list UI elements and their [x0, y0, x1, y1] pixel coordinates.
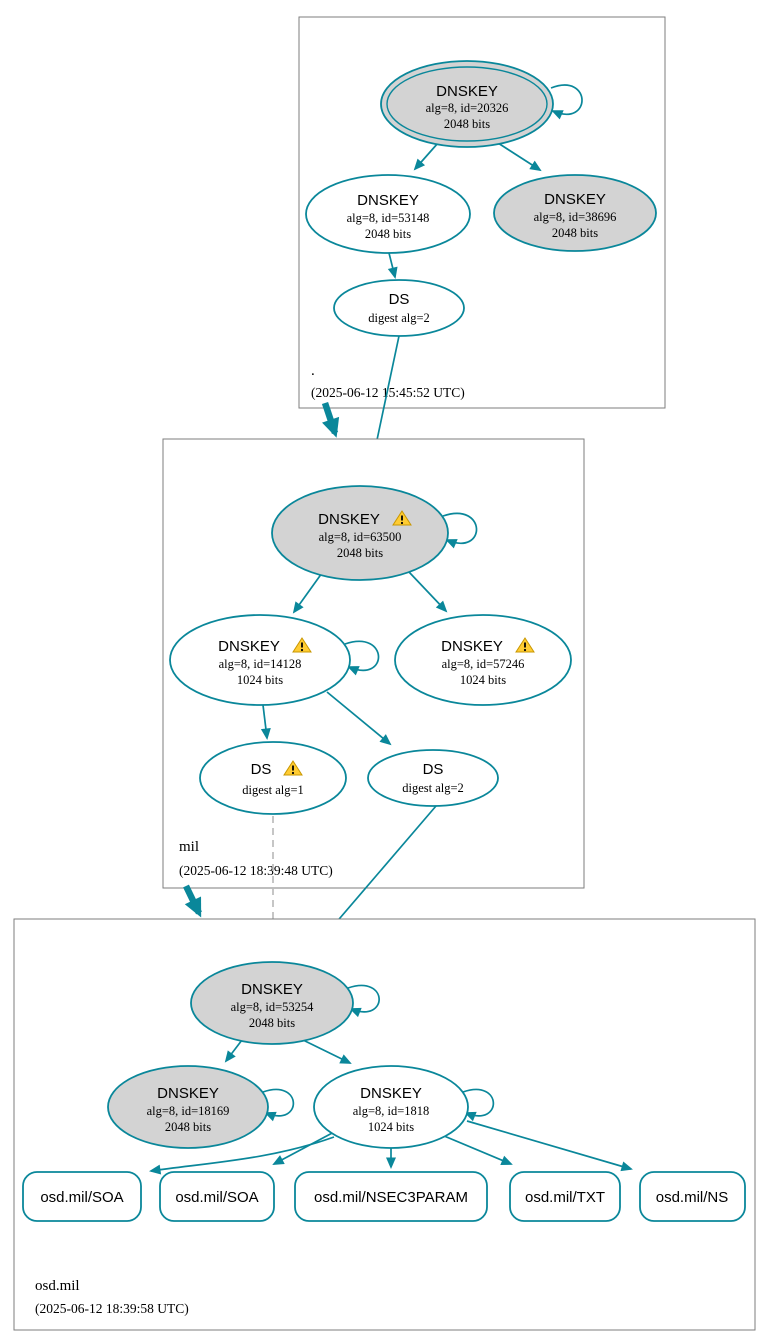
edge-ksk63500-zsk57246 [408, 571, 448, 613]
node-title: DNSKEY [357, 192, 419, 209]
node-bits: 1024 bits [237, 673, 283, 687]
edge-zsk1818-soa2 [272, 1130, 337, 1165]
self-loop-ksk63500 [442, 512, 478, 549]
edge-zsk14128-ds2 [326, 691, 392, 746]
edge-ksk20326-ksk38696 [497, 142, 542, 172]
edge-zsk1818-txt [436, 1132, 513, 1165]
node-alg: alg=8, id=20326 [426, 101, 509, 115]
node-ds2-mil[interactable]: DS digest alg=2 [367, 749, 499, 807]
warning-icon [515, 637, 535, 653]
node-title: DNSKEY [218, 638, 280, 655]
node-digest: digest alg=2 [402, 781, 464, 795]
node-bits: 2048 bits [444, 117, 490, 131]
node-title: DNSKEY [544, 191, 606, 208]
edge-ksk63500-zsk14128 [292, 572, 323, 614]
node-dnskey-20326[interactable]: DNSKEY alg=8, id=20326 2048 bits [380, 60, 554, 148]
node-dnskey-1818[interactable]: DNSKEY alg=8, id=1818 1024 bits [313, 1065, 469, 1149]
zone-transfer-arrow-mil-osd [183, 884, 202, 918]
record-box-osd-mil-txt[interactable]: osd.mil/TXT [509, 1171, 621, 1222]
zone-box-root: DNSKEY alg=8, id=20326 2048 bits DNSKEY … [298, 16, 666, 409]
node-title: DNSKEY [441, 638, 503, 655]
warning-icon [292, 637, 312, 653]
node-digest: digest alg=2 [368, 311, 430, 325]
node-title: DNSKEY [241, 981, 303, 998]
node-dnskey-38696[interactable]: DNSKEY alg=8, id=38696 2048 bits [493, 174, 657, 252]
warning-icon [392, 510, 412, 526]
edge-zsk1818-ns [466, 1120, 633, 1172]
node-bits: 2048 bits [165, 1120, 211, 1134]
node-dnskey-14128[interactable]: DNSKEY alg=8, id=14128 1024 bits [169, 614, 351, 706]
record-label: osd.mil/NS [656, 1189, 729, 1206]
zone-label-mil: mil [179, 839, 199, 855]
edge-ksk53254-zsk1818 [302, 1039, 352, 1064]
zone-transfer-arrow-root-mil [321, 401, 340, 438]
self-loop-zsk1818 [462, 1088, 495, 1122]
self-loop-ksk18169 [262, 1088, 295, 1122]
zone-box-osd-mil: DNSKEY alg=8, id=53254 2048 bits DNSKEY … [13, 918, 756, 1331]
node-title: DS [251, 761, 272, 778]
node-dnskey-18169[interactable]: DNSKEY alg=8, id=18169 2048 bits [107, 1065, 269, 1149]
edge-zsk53148-ds [387, 252, 398, 279]
node-title: DNSKEY [157, 1085, 219, 1102]
node-bits: 2048 bits [249, 1016, 295, 1030]
record-label: osd.mil/SOA [40, 1189, 123, 1206]
node-digest: digest alg=1 [242, 783, 304, 797]
node-alg: alg=8, id=38696 [534, 210, 617, 224]
node-bits: 1024 bits [368, 1120, 414, 1134]
edge-zsk14128-ds1 [260, 704, 271, 740]
node-alg: alg=8, id=1818 [353, 1104, 430, 1118]
record-box-osd-mil-ns[interactable]: osd.mil/NS [639, 1171, 746, 1222]
node-alg: alg=8, id=53254 [231, 1000, 315, 1014]
node-dnskey-63500[interactable]: DNSKEY alg=8, id=63500 2048 bits [271, 485, 449, 581]
record-box-osd-mil-soa-1[interactable]: osd.mil/SOA [22, 1171, 142, 1222]
node-alg: alg=8, id=53148 [347, 211, 430, 225]
edge-ksk53254-ksk18169 [224, 1039, 243, 1063]
zone-label-root: . [311, 363, 315, 379]
node-title: DS [423, 761, 444, 778]
node-ds-root[interactable]: DS digest alg=2 [333, 279, 465, 337]
record-box-osd-mil-soa-2[interactable]: osd.mil/SOA [159, 1171, 275, 1222]
self-loop-ksk20326 [550, 84, 583, 120]
node-alg: alg=8, id=14128 [219, 657, 302, 671]
zone-timestamp-mil: (2025-06-12 18:39:48 UTC) [179, 863, 333, 878]
zone-timestamp-osd-mil: (2025-06-12 18:39:58 UTC) [35, 1301, 189, 1316]
node-dnskey-53254[interactable]: DNSKEY alg=8, id=53254 2048 bits [190, 961, 354, 1045]
warning-icon [283, 760, 303, 776]
node-bits: 2048 bits [552, 226, 598, 240]
node-dnskey-53148[interactable]: DNSKEY alg=8, id=53148 2048 bits [305, 174, 471, 254]
node-title: DNSKEY [436, 83, 498, 100]
record-box-osd-mil-nsec3param[interactable]: osd.mil/NSEC3PARAM [294, 1171, 488, 1222]
record-label: osd.mil/SOA [175, 1189, 258, 1206]
node-bits: 2048 bits [337, 546, 383, 560]
node-alg: alg=8, id=18169 [147, 1104, 230, 1118]
edge-ksk20326-zsk53148 [413, 142, 439, 171]
node-title: DNSKEY [318, 511, 380, 528]
record-label: osd.mil/NSEC3PARAM [314, 1189, 468, 1206]
node-title: DNSKEY [360, 1085, 422, 1102]
node-ds1-mil[interactable]: DS digest alg=1 [199, 741, 347, 815]
self-loop-zsk14128 [344, 640, 380, 676]
zone-box-mil: DNSKEY alg=8, id=63500 2048 bits DNSKEY … [162, 438, 585, 889]
node-alg: alg=8, id=57246 [442, 657, 525, 671]
node-alg: alg=8, id=63500 [319, 530, 402, 544]
node-bits: 1024 bits [460, 673, 506, 687]
node-title: DS [389, 291, 410, 308]
node-dnskey-57246[interactable]: DNSKEY alg=8, id=57246 1024 bits [394, 614, 572, 706]
record-label: osd.mil/TXT [525, 1189, 605, 1206]
self-loop-ksk53254 [347, 984, 380, 1018]
zone-label-osd-mil: osd.mil [35, 1278, 80, 1294]
node-bits: 2048 bits [365, 227, 411, 241]
